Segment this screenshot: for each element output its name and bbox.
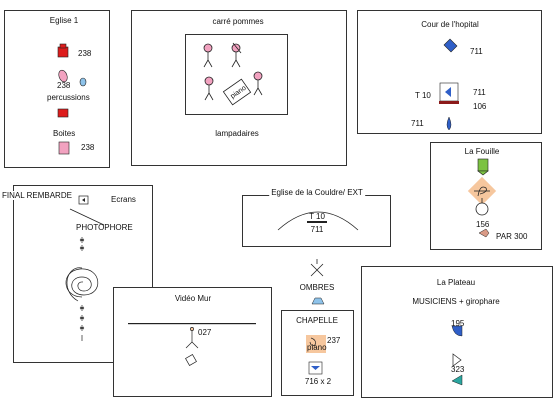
cour-hopital-box (357, 10, 542, 134)
eglise-couldre-bar-icon (307, 221, 327, 223)
video-mur-projector-icon (185, 327, 199, 366)
la-plateau-white-fixture-icon (452, 353, 462, 367)
cour-hopital-value-d: 711 (411, 119, 424, 128)
eglise-couldre-title: Eglise de la Couldre/ EXT (269, 188, 365, 197)
la-plateau-value-b: 323 (451, 365, 465, 374)
final-rembarde-ecrans-label: Ecrans (111, 195, 136, 204)
cour-hopital-value-c: 106 (473, 102, 487, 111)
eglise1-red-fixture-icon-2 (57, 108, 69, 118)
chapelle-monitor-icon (308, 361, 323, 375)
final-rembarde-diagonal-line (69, 208, 105, 226)
final-rembarde-title: FINAL REMBARDE (2, 191, 74, 200)
la-plateau-title: La Plateau (436, 278, 476, 287)
cour-hopital-value-a: 711 (470, 47, 483, 56)
la-plateau-teal-fixture-icon (451, 374, 463, 386)
cour-hopital-drop-icon (446, 116, 452, 131)
video-mur-screen-line (128, 323, 256, 325)
video-mur-box (113, 287, 272, 397)
carre-pommes-lampadaires-label: lampadaires (215, 129, 259, 138)
eglise1-percussions-label: percussions (47, 93, 90, 102)
chapelle-piano-icon (306, 335, 326, 353)
ombres-blue-lamp-icon (311, 297, 325, 305)
cour-hopital-t10-icon (439, 82, 459, 104)
chapelle-piano-label: piano (307, 343, 327, 352)
chapelle-title: CHAPELLE (296, 316, 338, 325)
eglise-couldre-value-a: 711 (310, 225, 324, 234)
carre-pommes-title: carré pommes (212, 17, 264, 26)
final-rembarde-photophore-label: PHOTOPHORE (76, 223, 133, 232)
eglise1-box (4, 10, 110, 168)
eglise1-boites-label: Boites (53, 129, 76, 138)
cour-hopital-t10-label: T 10 (415, 91, 431, 100)
la-fouille-value-a: 156 (476, 220, 490, 229)
eglise-couldre-t10-label: T 10 (309, 212, 325, 221)
chapelle-value-b: 716 x 2 (304, 377, 332, 386)
video-mur-value-a: 027 (198, 328, 212, 337)
piano-icon (222, 78, 252, 106)
la-fouille-projector-icon (467, 176, 497, 216)
eglise1-pink-box-icon (58, 141, 70, 155)
eglise1-pink-lamp-icon (58, 69, 68, 83)
photophore-spiral-icon (65, 237, 99, 341)
eglise1-title: Eglise 1 (49, 16, 79, 25)
ombres-cross-icon (310, 259, 324, 277)
eglise-couldre-arc (277, 211, 359, 231)
eglise1-blue-drop-icon (79, 77, 87, 87)
la-plateau-blue-fixture-icon (451, 325, 463, 337)
eglise1-value-b: 238 (57, 81, 71, 90)
cour-hopital-blue-fixture-icon (443, 38, 458, 53)
cour-hopital-title: Cour de l'hopital (421, 20, 479, 29)
eglise1-red-fixture-icon (57, 43, 69, 58)
eglise1-value-c: 238 (81, 143, 95, 152)
la-fouille-par300-label: PAR 300 (496, 232, 528, 241)
la-fouille-par-lamp-icon (478, 228, 490, 238)
la-plateau-value-a: 195 (451, 319, 465, 328)
cour-hopital-value-b: 711 (473, 88, 486, 97)
la-fouille-green-flag-icon (477, 158, 489, 176)
eglise1-value-a: 238 (78, 49, 92, 58)
lamp-post-icons (203, 42, 263, 106)
chapelle-value-a: 237 (327, 336, 341, 345)
video-mur-title: Vidéo Mur (174, 294, 212, 303)
final-rembarde-screen-icon (78, 195, 89, 205)
la-plateau-musiciens-label: MUSICIENS + girophare (412, 297, 500, 306)
ombres-label: OMBRES (299, 283, 335, 292)
la-fouille-title: La Fouille (464, 147, 500, 156)
